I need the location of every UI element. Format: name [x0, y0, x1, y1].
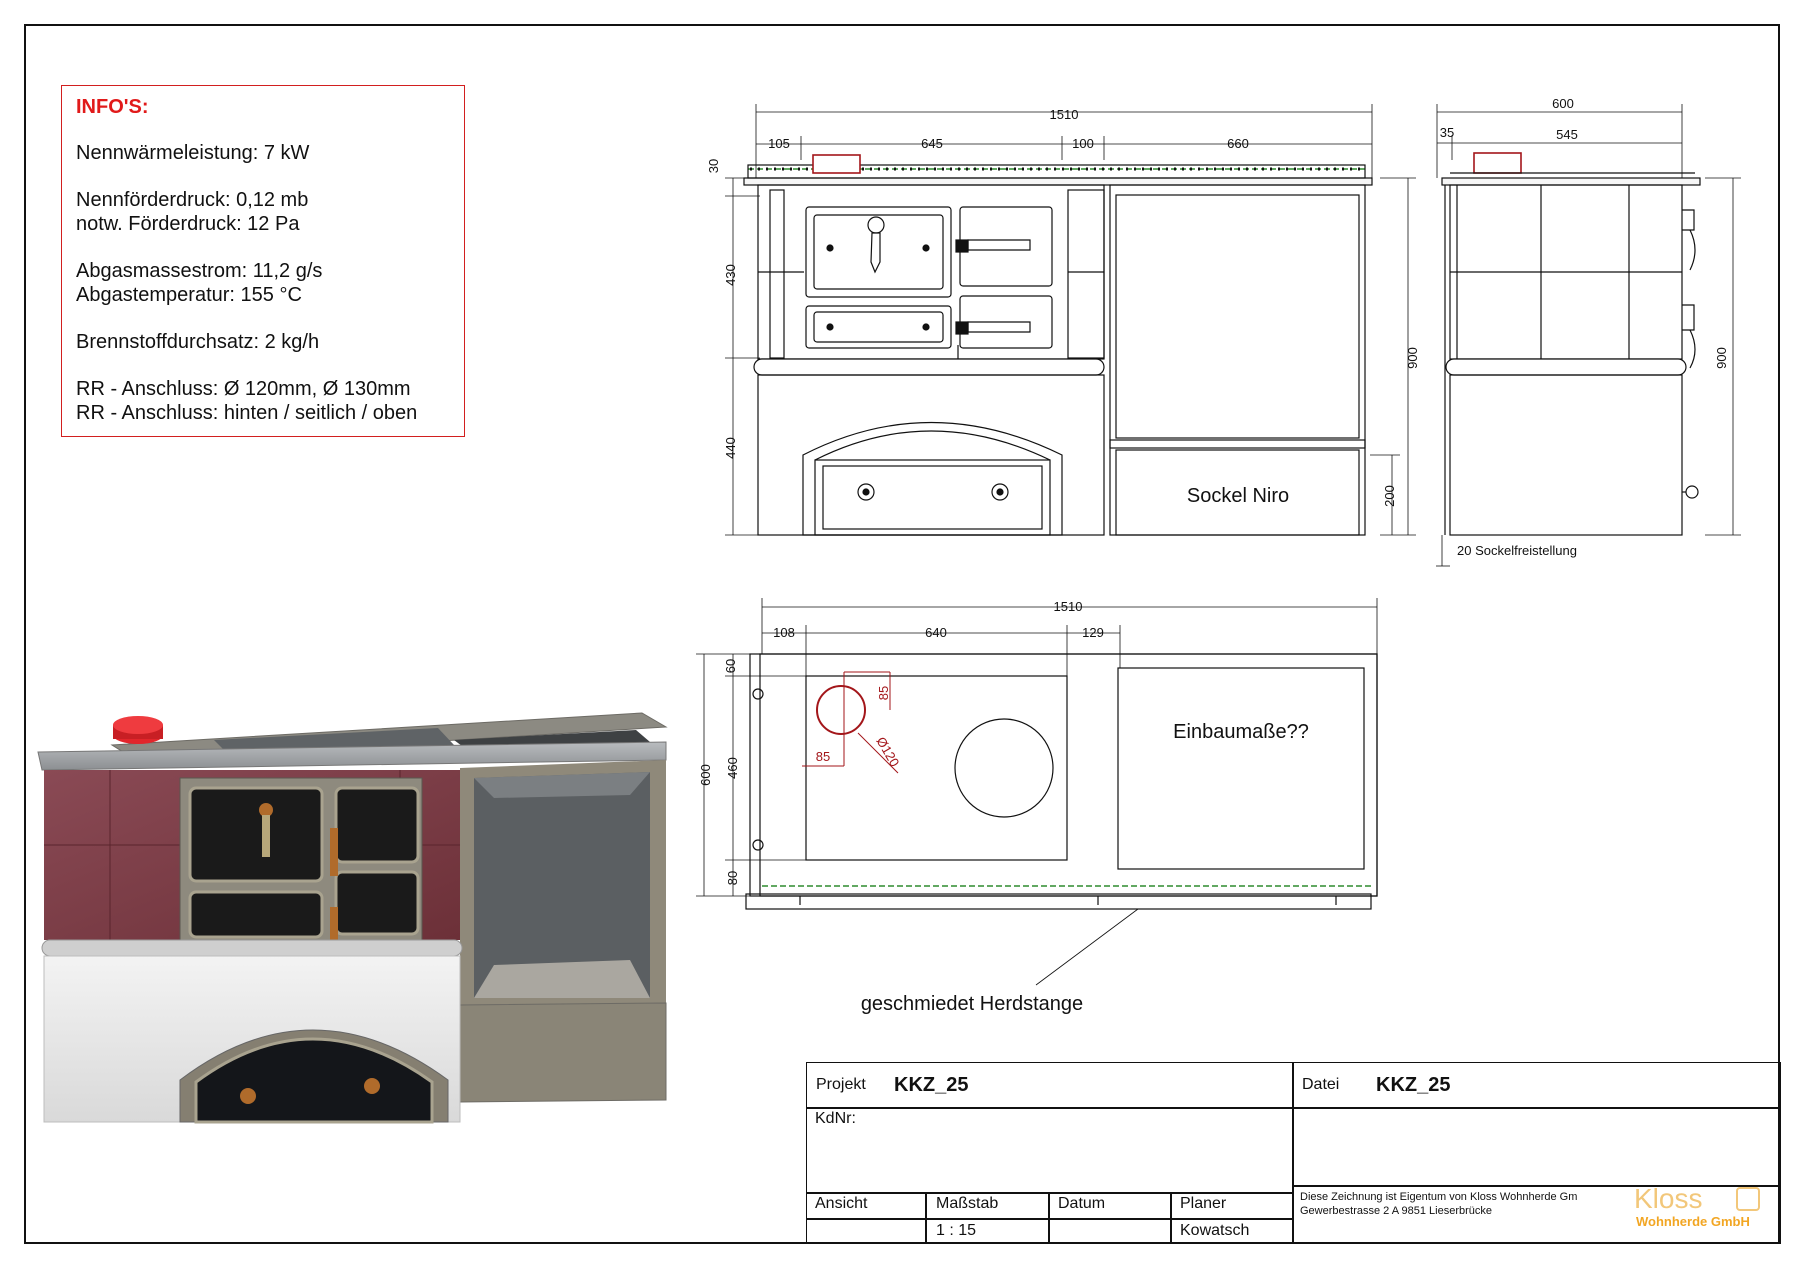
cooktop-plate: [805, 675, 1068, 861]
dim-top-640: 640: [925, 625, 947, 640]
logo-sub: Wohnherde GmbH: [1636, 1214, 1750, 1229]
einbau-label: Einbaumaße??: [1173, 721, 1309, 743]
info-box: INFO'S: Nennwärmeleistung: 7 kW Nennförd…: [61, 85, 465, 437]
ash-door: [805, 305, 952, 349]
dim-top-80: 80: [725, 871, 740, 885]
ansicht-label: Ansicht: [815, 1195, 868, 1212]
einbau-recess: [1117, 667, 1365, 870]
info-line: Abgastemperatur: 155 °C: [76, 284, 302, 306]
side-view-dimensions: [1436, 104, 1741, 567]
oven-arch: [802, 422, 1063, 536]
dim-front-200: 200: [1382, 485, 1397, 507]
dim-top-total: 1510: [1054, 599, 1083, 614]
dim-top-120: Ø120: [873, 734, 902, 769]
stove-render: [37, 712, 668, 1124]
chimney-outlet: [802, 671, 899, 774]
info-line: Nennförderdruck: 0,12 mb: [76, 189, 309, 211]
chimney-collar: [812, 154, 861, 174]
sockelfreistellung-note: 20 Sockelfreistellung: [1457, 543, 1577, 558]
dim-front-440: 440: [723, 437, 738, 459]
dim-top-85a: 85: [816, 749, 830, 764]
dim-side-545: 545: [1556, 127, 1578, 142]
info-line: RR - Anschluss: Ø 120mm, Ø 130mm: [76, 378, 411, 400]
dim-side-900: 900: [1714, 347, 1729, 369]
dim-front-645: 645: [921, 136, 943, 151]
front-view: [743, 154, 1373, 536]
sockel-drawer: [1115, 449, 1360, 536]
dim-top-108: 108: [773, 625, 795, 640]
planer-value: Kowatsch: [1180, 1222, 1250, 1239]
info-line: RR - Anschluss: hinten / seitlich / oben: [76, 402, 418, 424]
firebox-door: [805, 206, 952, 298]
front-view-dimensions: [725, 104, 1416, 536]
dim-top-460: 460: [725, 757, 740, 779]
side-view: [1441, 152, 1701, 536]
dim-front-100: 100: [1072, 136, 1094, 151]
info-line: Nennwärmeleistung: 7 kW: [76, 142, 310, 164]
info-line: notw. Förderdruck: 12 Pa: [76, 213, 300, 235]
projekt-value: KKZ_25: [894, 1074, 969, 1096]
info-line: Brennstoffdurchsatz: 2 kg/h: [76, 331, 320, 353]
info-title: INFO'S:: [76, 96, 149, 118]
dim-front-430: 430: [723, 264, 738, 286]
oven-door-upper: [959, 206, 1053, 287]
projekt-label: Projekt: [816, 1076, 866, 1093]
top-view: [745, 653, 1378, 910]
info-line: Abgasmassestrom: 11,2 g/s: [76, 260, 323, 282]
massstab-label: Maßstab: [936, 1195, 999, 1212]
logo-text: Kloss: [1634, 1183, 1703, 1214]
dim-top-60: 60: [723, 659, 738, 673]
cooking-ring: [954, 718, 1054, 818]
logo-icon: [1736, 1187, 1760, 1211]
planer-label: Planer: [1180, 1195, 1227, 1212]
massstab-value: 1 : 15: [936, 1222, 977, 1239]
top-view-dimensions: [696, 598, 1378, 986]
sockel-label: Sockel Niro: [1187, 485, 1289, 507]
storage-compartment: [1115, 194, 1360, 439]
dim-front-900: 900: [1405, 347, 1420, 369]
dim-front-total: 1510: [1050, 107, 1079, 122]
kdnr-label: KdNr:: [815, 1110, 856, 1127]
dim-front-105: 105: [768, 136, 790, 151]
herdstange-label: geschmiedet Herdstange: [861, 993, 1083, 1015]
ownership-line-1: Diese Zeichnung ist Eigentum von Kloss W…: [1300, 1191, 1578, 1203]
dim-side-total: 600: [1552, 96, 1574, 111]
datum-label: Datum: [1058, 1195, 1106, 1212]
ownership-line-2: Gewerbestrasse 2 A 9851 Lieserbrücke: [1300, 1205, 1493, 1217]
dim-top-600: 600: [698, 764, 713, 786]
dim-front-30: 30: [706, 159, 721, 173]
dim-top-129: 129: [1082, 625, 1104, 640]
datei-label: Datei: [1302, 1076, 1340, 1093]
dim-front-660: 660: [1227, 136, 1249, 151]
dim-side-35: 35: [1440, 125, 1454, 140]
datei-value: KKZ_25: [1376, 1074, 1451, 1096]
dim-top-85b: 85: [876, 686, 891, 700]
